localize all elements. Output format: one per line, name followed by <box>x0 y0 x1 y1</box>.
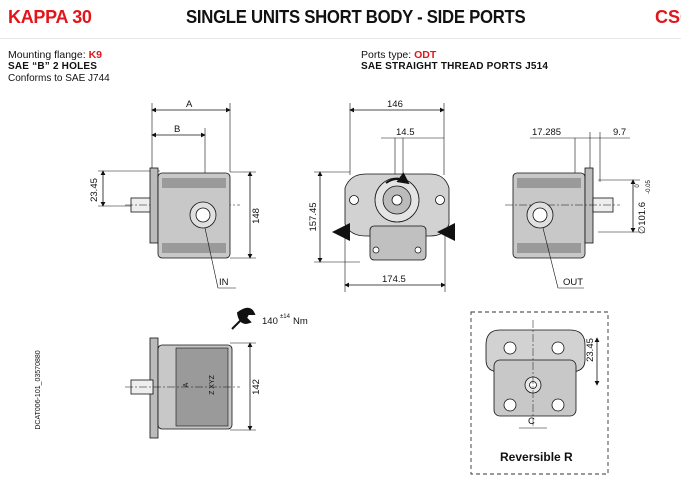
series-title: KAPPA 30 <box>8 7 92 27</box>
reversible-view: 23.45 C Reversible R <box>470 311 609 475</box>
series-tag: CSC <box>655 7 681 27</box>
mounting-standard: Conforms to SAE J744 <box>8 73 110 84</box>
dim-174-5: 174.5 <box>382 274 406 285</box>
ports-info: Ports type: ODT SAE STRAIGHT THREAD PORT… <box>361 49 548 73</box>
dim-14-5: 14.5 <box>396 127 415 138</box>
side-view-right: 17.285 9.7 ∅101.6 -0.05 0 OUT <box>505 127 652 289</box>
dim-b-label: B <box>174 124 180 135</box>
dim-148: 148 <box>251 208 262 224</box>
mounting-code: K9 <box>88 49 102 61</box>
front-view: 146 14.5 157.45 174.5 <box>308 99 455 292</box>
wrench-icon <box>231 307 256 330</box>
ports-code: ODT <box>414 49 437 61</box>
torque-value: 140 <box>262 316 278 327</box>
mounting-flange-type: SAE “B” 2 HOLES <box>8 61 98 72</box>
mounting-label: Mounting flange: <box>8 49 86 61</box>
page-header: KAPPA 30 SINGLE UNITS SHORT BODY - SIDE … <box>0 0 681 40</box>
dim-157-45: 157.45 <box>308 202 319 231</box>
drawing-code: DCAT006-101_03570880 <box>35 350 42 429</box>
dim-17-285: 17.285 <box>532 127 561 138</box>
dim-146: 146 <box>387 99 403 110</box>
mounting-info: Mounting flange: K9 SAE “B” 2 HOLES Conf… <box>8 49 110 85</box>
dim-c-label: C <box>528 416 535 427</box>
reversible-label: Reversible R <box>500 450 573 464</box>
side-view-left: A B 23.45 148 IN <box>89 99 262 289</box>
header-rule <box>0 38 681 39</box>
torque-tolerance: ±14 <box>280 314 291 320</box>
dim-23-45-reversible: 23.45 <box>585 338 596 362</box>
torque-unit: Nm <box>293 316 308 327</box>
inlet-label: IN <box>219 277 229 288</box>
marking-id-label: Z XYZ <box>209 374 216 395</box>
dim-23-45-side: 23.45 <box>89 178 100 202</box>
dim-101-6: ∅101.6 <box>637 202 648 234</box>
top-view: 140 ±14 Nm DCAT006-101_03570880 142 A Z … <box>35 307 308 439</box>
marking-arrow-label: A <box>183 382 190 387</box>
ports-label: Ports type: <box>361 49 412 61</box>
dim-142: 142 <box>251 379 262 395</box>
ports-type: SAE STRAIGHT THREAD PORTS J514 <box>361 61 549 72</box>
dim-101-6-tol: -0.05 <box>646 180 652 194</box>
dim-101-6-tol0: 0 <box>635 184 641 188</box>
page-title: SINGLE UNITS SHORT BODY - SIDE PORTS <box>186 7 526 27</box>
dim-a-label: A <box>186 99 193 110</box>
dim-9-7: 9.7 <box>613 127 626 138</box>
outlet-label: OUT <box>563 277 583 288</box>
